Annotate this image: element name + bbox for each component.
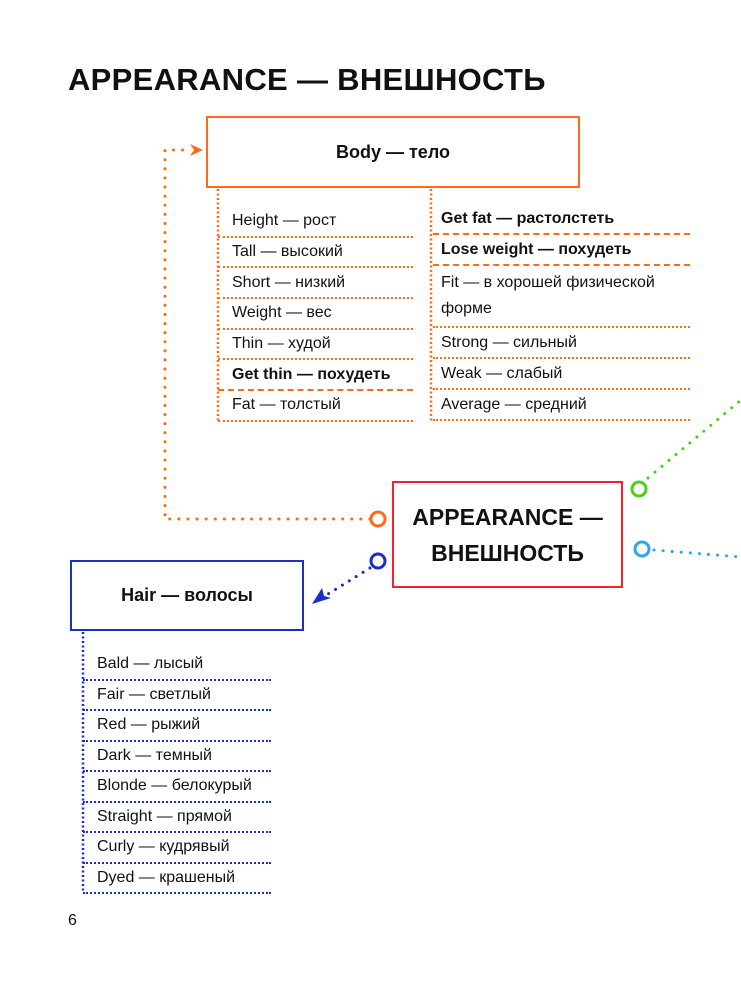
blue-node-circle [369,552,387,570]
list-item: Height — рост [218,207,413,238]
hair-title: Hair — волосы [121,585,253,605]
list-item: Bald — лысый [83,650,271,681]
hair-box: Hair — волосы [70,560,304,631]
lightblue-connector [652,548,741,559]
lightblue-node-circle [633,540,651,558]
page-number: 6 [68,912,77,929]
list-item: Curly — кудрявый [83,833,271,864]
list-item: Weak — слабый [433,359,690,390]
list-item: Tall — высокий [218,238,413,269]
list-item: Lose weight — похудеть [433,235,690,266]
page-title: APPEARANCE — ВНЕШНОСТЬ [68,62,546,97]
center-box: APPEARANCE — ВНЕШНОСТЬ [392,481,623,588]
list-item: Get thin — похудеть [218,360,413,392]
green-node-circle [630,480,648,498]
list-item: Fit — в хорошей физической форме [433,266,690,328]
list-item: Blonde — белокурый [83,772,271,803]
list-item: Straight — прямой [83,803,271,833]
list-item: Strong — сильный [433,328,690,359]
list-item: Dark — темный [83,742,271,772]
list-item: Get fat — растолстеть [433,204,690,235]
arrow-right-icon [190,144,203,156]
body-title: Body — тело [335,141,451,162]
orange-node-circle [369,510,387,528]
arrow-down-left-icon [312,588,331,604]
list-item: Thin — худой [218,330,413,361]
green-connector [646,398,741,480]
hair-connector [326,566,372,596]
center-title-line2: ВНЕШНОСТЬ [431,539,584,566]
list-item: Dyed — крашеный [83,864,271,894]
body-box: Body — тело [206,116,580,188]
center-title-line1: APPEARANCE — [412,503,603,530]
list-item: Weight — вес [218,299,413,330]
list-item: Average — средний [433,390,690,421]
list-item: Red — рыжий [83,711,271,742]
list-item: Short — низкий [218,268,413,300]
list-item: Fat — толстый [218,391,413,422]
list-item: Fair — светлый [83,681,271,711]
